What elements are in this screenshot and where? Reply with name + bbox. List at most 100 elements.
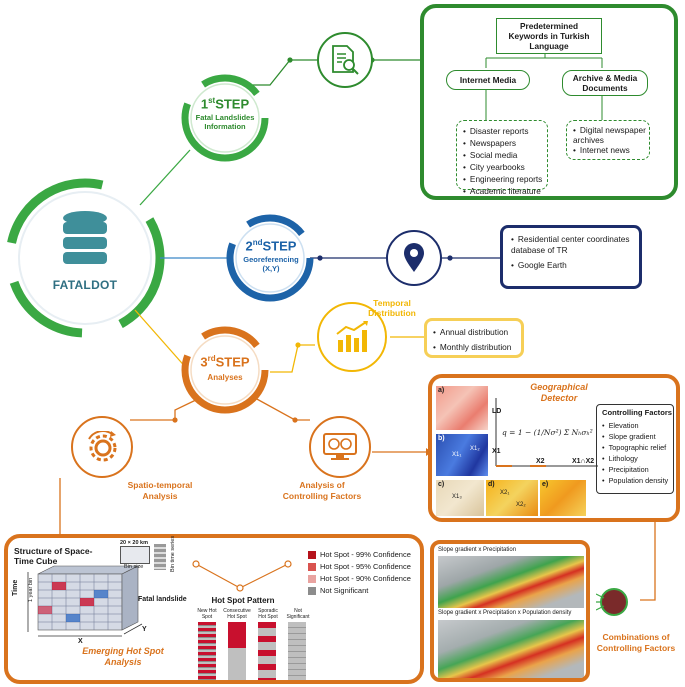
step1-number: 1 <box>200 96 209 112</box>
fataldot-title: FATALDOT <box>52 278 118 292</box>
combinations-label: Combinations of Controlling Factors <box>596 632 676 653</box>
combination-map-title: Slope gradient x Precipitation x Populat… <box>438 610 572 616</box>
pattern-column-sporadic <box>258 622 276 680</box>
geodetector-formula: q = 1 − (1/Nσ²) Σ Nₕσₕ² <box>502 428 593 437</box>
space-time-cube <box>27 565 143 637</box>
list-item: Newspapers <box>463 137 547 149</box>
spatio-temporal-label: Spatio-temporal Analysis <box>127 480 193 501</box>
map-e: e) <box>540 480 586 516</box>
gear-cycle-icon <box>88 431 117 462</box>
map-b: b) X1₁ X1₂ <box>436 434 488 476</box>
pattern-column-not-significant <box>288 622 306 680</box>
hotspot-analysis-box: Structure of Space-Time Cube Time 1 year… <box>4 534 424 684</box>
axis-x1: X1 <box>492 448 501 455</box>
cube-title: Structure of Space-Time Cube <box>14 546 93 566</box>
list-item: City yearbooks <box>463 161 547 173</box>
bin-time-series-label: Bin time series <box>170 535 176 572</box>
combination-map-1 <box>438 556 584 608</box>
axis-x1x2: X1∩X2 <box>572 458 595 465</box>
list-item: Engineering reports <box>463 173 547 185</box>
pattern-label: Not Significant <box>286 608 310 620</box>
bar-chart-growth-icon <box>336 321 368 352</box>
panel-label-d: d) <box>488 481 495 488</box>
georeferencing-list: Residential center coordinates database … <box>511 234 633 271</box>
monitor-analysis-icon <box>323 433 357 460</box>
pattern-column-new <box>198 622 216 680</box>
legend-label: Hot Spot - 90% Confidence <box>320 574 411 583</box>
controlling-factors-list: Elevation Slope gradient Topographic rel… <box>602 420 673 486</box>
step3-node[interactable]: 3rdSTEP Analyses <box>190 352 260 382</box>
controlling-factors-box: Controlling Factors Elevation Slope grad… <box>596 404 674 494</box>
step1-sup: st <box>208 96 216 105</box>
detector-axes <box>495 398 598 467</box>
step2-word: STEP <box>262 238 297 254</box>
legend-swatch <box>308 586 316 595</box>
pattern-label: New Hot Spot <box>197 608 217 620</box>
hotspot-footer-title: Emerging Hot Spot Analysis <box>82 646 164 667</box>
step3-sup: rd <box>207 354 216 363</box>
step1-node[interactable]: 1stSTEP Fatal Landslides Information <box>190 94 260 131</box>
list-item: Academic literature <box>463 185 547 197</box>
internet-media-title: Internet Media <box>446 70 530 90</box>
panel-label-b: b) <box>438 435 445 442</box>
list-item: Lithology <box>602 453 673 464</box>
step2-sup: nd <box>252 238 263 247</box>
map-d: d) X2₁ X2₂ <box>486 480 538 516</box>
panel-label-a: a) <box>438 387 445 394</box>
fataldot-hub: FATALDOT <box>25 198 145 318</box>
keywords-box: Predetermined Keywords in Turkish Langua… <box>496 18 602 54</box>
geo-detector-title: Geographical Detector <box>530 382 588 403</box>
map-label: X1₁ <box>452 452 462 458</box>
list-item: Precipitation <box>602 464 673 475</box>
archive-media-list: Digital newspaper archives Internet news <box>573 125 649 155</box>
list-item: Annual distribution <box>433 326 521 338</box>
legend-swatch <box>308 550 316 559</box>
map-label: X1₂ <box>470 446 480 452</box>
location-pin-icon <box>404 243 424 272</box>
legend-label: Hot Spot - 99% Confidence <box>320 550 411 559</box>
legend-item: Hot Spot - 95% Confidence <box>308 562 418 571</box>
globe-network-icon <box>596 588 628 616</box>
internet-media-list-box: Disaster reports Newspapers Social media… <box>456 120 548 196</box>
combinations-maps-box: Slope gradient x Precipitation Slope gra… <box>430 540 590 682</box>
legend-label: Not Significant <box>320 586 369 595</box>
list-item: Internet news <box>573 145 649 155</box>
legend-item: Hot Spot - 99% Confidence <box>308 550 418 559</box>
bin-size-label: Bin size <box>124 564 144 570</box>
step2-node[interactable]: 2ndSTEP Georeferencing (X,Y) <box>236 236 306 273</box>
axis-x2: X2 <box>536 458 545 465</box>
list-item: Elevation <box>602 420 673 431</box>
step3-number: 3 <box>200 354 208 370</box>
internet-media-list: Disaster reports Newspapers Social media… <box>463 125 547 197</box>
temporal-title: Temporal Distribution <box>368 298 416 318</box>
bin-size-box <box>120 546 150 564</box>
panel-label-e: e) <box>542 481 549 488</box>
document-search-icon <box>332 45 359 75</box>
list-item: Disaster reports <box>463 125 547 137</box>
controlling-analysis-label: Analysis of Controlling Factors <box>282 480 362 501</box>
map-label: X2₁ <box>500 490 510 496</box>
axis-y-label: Y <box>142 626 147 633</box>
time-step-label: 1 year bin <box>28 577 34 602</box>
panel-label-c: c) <box>438 481 445 488</box>
combination-map-title: Slope gradient x Precipitation <box>438 547 517 553</box>
axis-x-label: X <box>78 638 83 645</box>
bin-size-value: 20 × 20 km <box>120 540 148 546</box>
combination-map-2 <box>438 620 584 678</box>
pattern-columns: New Hot Spot Consecutive Hot Spot Sporad… <box>194 608 314 684</box>
list-item: Digital newspaper archives <box>573 125 649 145</box>
map-label: X2₂ <box>516 502 526 508</box>
temporal-box: Annual distribution Monthly distribution <box>424 318 524 358</box>
step3-word: STEP <box>215 354 250 370</box>
fatal-landslide-label: Fatal landslide <box>138 596 187 603</box>
map-c: c) X1₃ <box>436 480 484 516</box>
legend-item: Hot Spot - 90% Confidence <box>308 574 418 583</box>
pattern-label: Sporadic Hot Spot <box>258 608 278 620</box>
controlling-factors-title: Controlling Factors <box>602 408 673 417</box>
geographical-detector-box: a) b) X1₁ X1₂ c) X1₃ d) X2₁ X2₂ e) LD X1… <box>428 374 680 522</box>
step1-sources-box: Predetermined Keywords in Turkish Langua… <box>420 4 678 200</box>
time-axis-label: Time <box>12 579 19 596</box>
archive-media-title: Archive & Media Documents <box>562 70 648 96</box>
axis-ld: LD <box>492 408 502 415</box>
legend-item: Not Significant <box>308 586 418 595</box>
